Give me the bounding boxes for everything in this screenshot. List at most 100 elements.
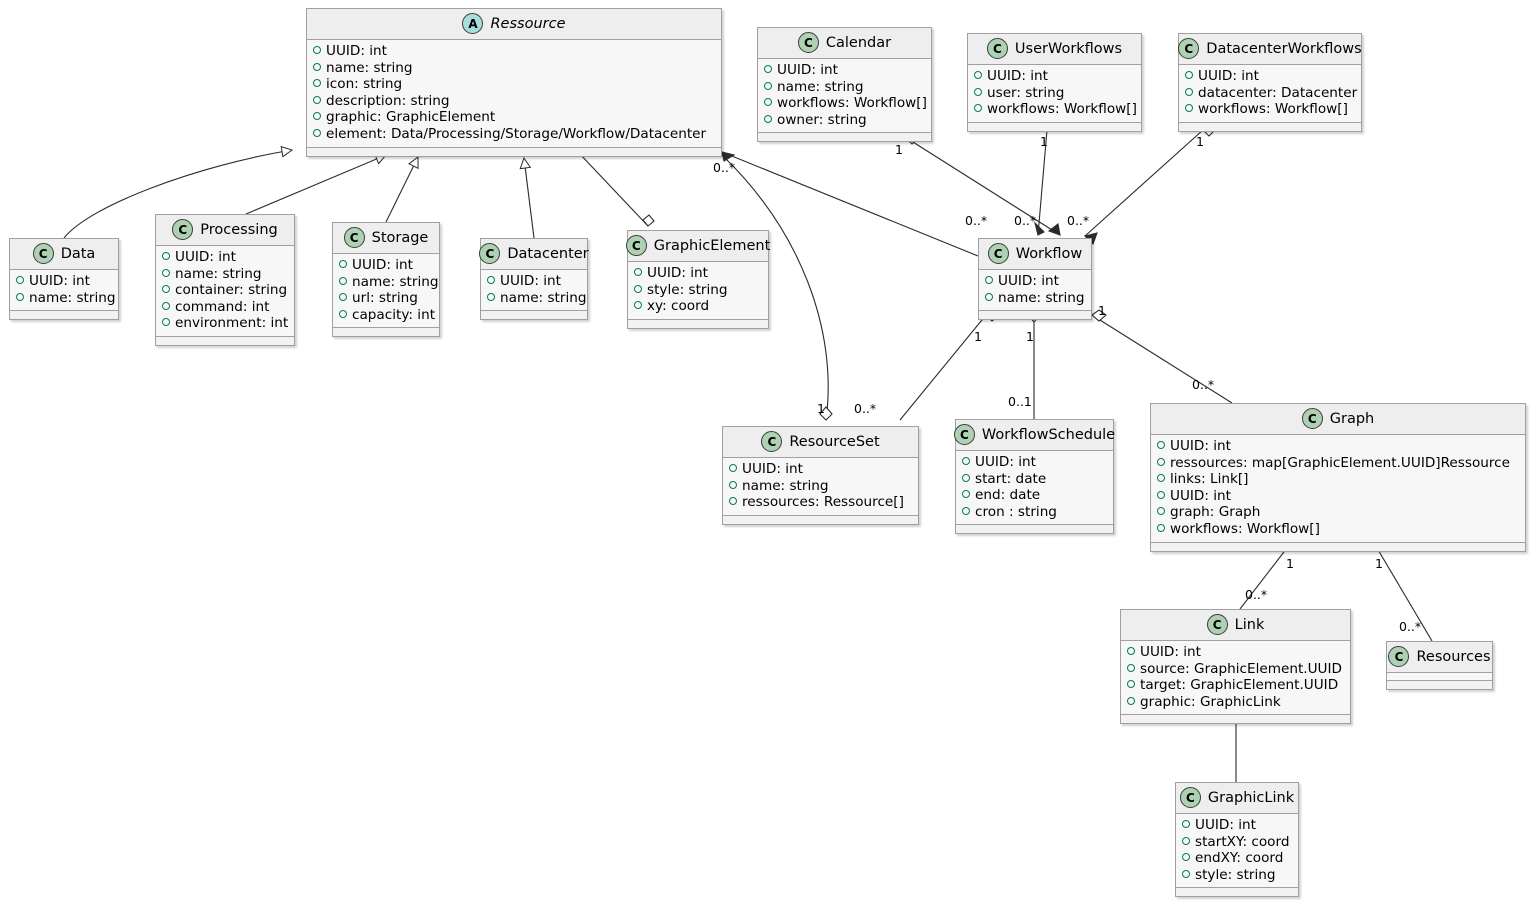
visibility-public-icon [1182,820,1190,828]
visibility-public-icon [1185,87,1193,96]
attribute-text: startXY: coord [1195,833,1290,850]
attribute-text: end: date [975,487,1041,504]
attribute-text: start: date [975,470,1047,487]
visibility-public-icon [16,276,24,284]
attribute-row: UUID: int [634,265,762,282]
visibility-public-icon [339,293,347,302]
visibility-public-icon [1127,680,1135,689]
attribute-text: source: GraphicElement.UUID [1140,660,1342,677]
attribute-row: capacity: int [339,306,436,324]
visibility-public-icon [339,276,347,285]
visibility-public-icon [1127,696,1135,705]
attribute-text: UUID: int [998,273,1059,289]
visibility-public-icon [162,301,170,310]
attribute-row: element: Data/Processing/Storage/Workflo… [313,126,715,143]
class-name: Graph [1329,410,1375,427]
attribute-row: UUID: int [313,43,715,60]
multiplicity-label: 1 [974,329,982,344]
attribute-row: name: string [487,290,586,307]
visibility-public-icon [634,284,642,293]
class-name: WorkflowSchedule [981,426,1116,443]
attribute-row: owner: string [764,112,925,129]
attribute-text: icon: string [326,76,403,93]
attribute-text: ressources: Ressource[] [742,494,904,511]
visibility-public-icon [1157,507,1165,516]
class-icon: C [343,227,365,248]
class-name: Storage [371,229,429,246]
visibility-public-icon [962,457,970,465]
attribute-row: UUID: int [162,249,288,266]
visibility-public-icon [487,292,495,301]
visibility-public-icon [1157,474,1165,483]
attribute-row: UUID: int [985,273,1085,290]
attribute-row: workflows: Workflow[] [764,95,927,112]
class-name: ResourceSet [789,433,880,450]
visibility-public-icon [962,490,970,499]
method-compartment-ressource [307,147,721,156]
multiplicity-label: 0..1 [1008,394,1032,409]
multiplicity-label: 1 [1196,134,1204,149]
attribute-row: start: date [962,471,1107,488]
attribute-row: user: string [974,85,1135,102]
attribute-text: UUID: int [500,273,561,289]
attribute-row: UUID: int [339,257,433,274]
visibility-public-icon [339,260,347,268]
attribute-text: owner: string [777,111,867,128]
multiplicity-label: 1 [1375,556,1383,571]
visibility-public-icon [487,276,495,284]
attribute-text: endXY: coord [1195,850,1284,867]
class-name: Resources [1416,648,1491,665]
attribute-compartment-resources [1387,673,1492,681]
attribute-text: name: string [777,78,864,95]
class-icon: C [797,32,819,53]
attribute-text: name: string [352,273,439,290]
class-name: GraphicElement [653,237,771,254]
attribute-row: UUID: int [974,68,1135,85]
class-icon: C [1179,787,1201,808]
attribute-row: UUID: int [1182,817,1292,834]
attribute-row: startXY: coord [1182,834,1292,851]
attribute-text: datacenter: Datacenter [1198,84,1358,101]
method-compartment-data [10,311,118,320]
attribute-text: UUID: int [975,454,1036,470]
attribute-text: capacity: int [352,306,436,323]
attribute-row: icon: string [313,76,715,93]
attribute-row: UUID: int [1157,438,1519,455]
visibility-public-icon [1185,71,1193,79]
attribute-text: workflows: Workflow[] [987,101,1137,118]
visibility-public-icon [764,81,772,90]
class-icon: C [953,424,975,445]
attribute-row: UUID: int [1185,68,1355,85]
visibility-public-icon [1185,104,1193,113]
attribute-row: name: string [985,290,1085,307]
multiplicity-label: 1 [1098,303,1106,318]
